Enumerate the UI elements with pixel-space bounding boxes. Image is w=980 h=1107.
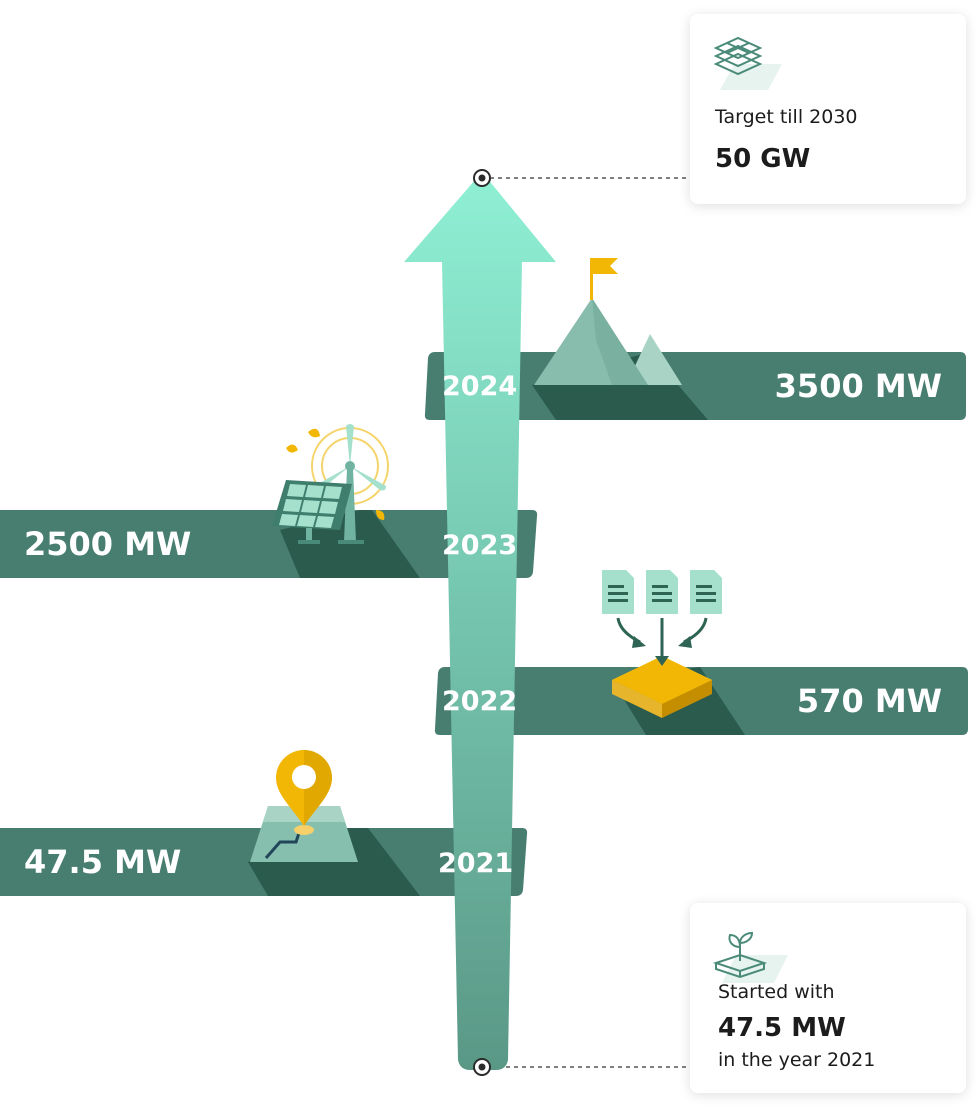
value-2024: 3500 MW: [774, 367, 942, 405]
value-2021: 47.5 MW: [24, 843, 182, 881]
year-2022: 2022: [442, 686, 518, 717]
year-2024: 2024: [442, 371, 518, 402]
target-label: Target till 2030: [715, 106, 858, 128]
value-2022: 570 MW: [796, 682, 942, 720]
mountain-flag-icon: [534, 258, 682, 385]
value-2023: 2500 MW: [24, 525, 192, 563]
target-card: Target till 2030 50 GW: [690, 14, 966, 204]
start-dot: [473, 1058, 491, 1076]
growth-arrow: [404, 172, 556, 1070]
target-dot: [473, 169, 491, 187]
year-2021: 2021: [438, 848, 514, 879]
documents-merge-icon: [602, 570, 722, 718]
target-value: 50 GW: [715, 144, 811, 174]
start-suffix: in the year 2021: [718, 1049, 876, 1071]
solar-wind-icon: [272, 424, 389, 544]
start-card: Started with 47.5 MW in the year 2021: [690, 903, 966, 1093]
year-2023: 2023: [442, 530, 518, 561]
location-pin-icon: [250, 750, 358, 862]
start-value: 47.5 MW: [718, 1013, 846, 1043]
seedling-book-icon: [712, 931, 788, 983]
layers-icon: [713, 36, 782, 90]
start-label: Started with: [718, 981, 835, 1003]
